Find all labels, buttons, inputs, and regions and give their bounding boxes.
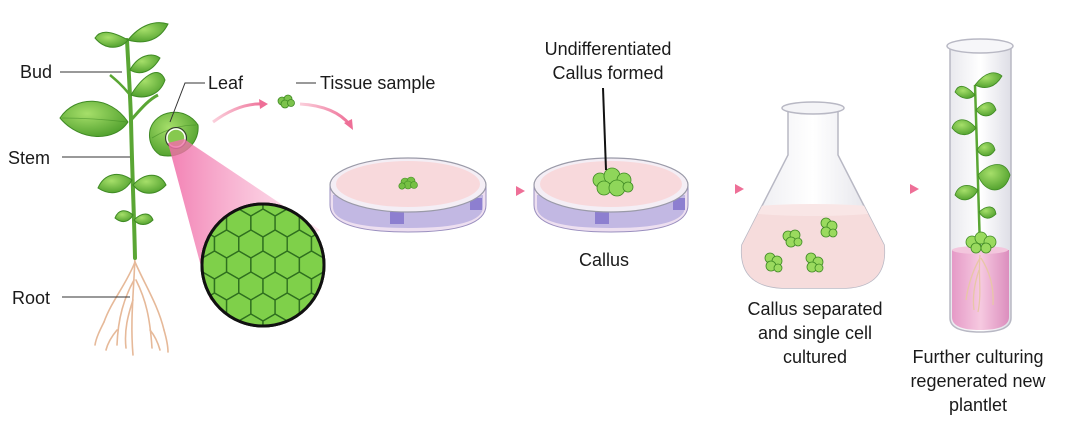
leaf-cell [239,356,263,384]
arrow-flask-to-tube [910,184,919,194]
label-stem: Stem [8,148,51,168]
leaf-cell [263,356,287,384]
plant-leaves [59,22,169,225]
leaf-cell [166,272,190,300]
label-further-2: regenerated new [910,371,1046,391]
plant-roots [94,254,169,356]
leaf-cell [336,272,360,300]
leaf-cell [348,293,372,321]
label-tissue-sample: Tissue sample [320,73,436,93]
leaf-cell [287,146,311,174]
leaf-cell [384,230,408,258]
leaf-cell [227,335,251,363]
leaf-cell [142,356,166,384]
leaf-cell [142,314,166,342]
leaf-cell [322,292,323,322]
leaf-cell [178,335,202,363]
leaf-cell [239,146,263,174]
leaf-cell [360,230,384,258]
leaf-cell [142,230,166,258]
leaf-cell [324,335,348,363]
leaf-cell [275,167,299,195]
leaf-cell [203,292,228,322]
leaf-cell [287,356,311,384]
leaf-cell [348,251,372,279]
leaf-cell [166,314,190,342]
plantlet-callus-base [965,231,997,254]
leaf-cell [154,293,178,321]
plantlet-leaves [951,72,1011,219]
leaf-cell [262,313,288,325]
label-bud: Bud [20,62,53,82]
leaf-cell [312,146,336,174]
callus-pointer [602,87,607,171]
plantlet-stem [973,84,982,249]
leaf-cell [190,356,214,384]
leaf-cell [299,167,323,195]
label-separated-2: and single cell [757,323,873,343]
plant [59,22,199,356]
petri-dish-1 [329,157,487,233]
label-separated-1: Callus separated [747,299,883,319]
leaf-cell [312,356,336,384]
test-tube [946,38,1014,333]
leaf-cell [336,230,360,258]
leaf-cell [275,335,299,363]
leaf-cell [263,146,287,174]
arrow-leaf-to-sample [212,102,266,124]
leaf-cell [310,313,323,325]
leaf-cell [299,335,323,363]
leaf-cell [372,335,396,363]
leaf-cell [372,293,396,321]
label-further-3: plantlet [948,395,1008,415]
leaf-cell [360,314,384,342]
leaf-cell [336,356,360,384]
leaf-cell [384,272,408,300]
leaf-cell [203,313,216,325]
plant-stem [125,38,137,260]
dish-1-sample [398,176,418,190]
leaf-cell [202,335,226,363]
leaf-cell [154,251,178,279]
leaf-cell [142,272,166,300]
leader-lines [60,71,316,298]
arrow-dish1-to-dish2 [516,186,525,196]
callus-mass [592,167,634,197]
label-root: Root [12,288,51,308]
label-separated-3: cultured [782,347,848,367]
leaf-cell [372,251,396,279]
leaf-cell [166,356,190,384]
label-callus: Callus [578,250,630,270]
leaf-cell [384,314,408,342]
leaf-cell [154,209,178,237]
leaf-cell [348,335,372,363]
leaf-cell [251,335,275,363]
leaf-cell [322,250,323,280]
label-callus-formed-1: Undifferentiated [544,39,672,59]
callus-pieces [764,217,838,273]
leaf-cell [360,272,384,300]
plantlet-roots [965,254,994,313]
leaf-cell [298,292,323,322]
leaf-cell [203,292,204,322]
petri-dish-2 [533,87,689,233]
label-leaf: Leaf [208,73,244,93]
leaf-cell [166,230,190,258]
leaf-cell [360,356,384,384]
arrow-sample-to-dish [299,102,352,126]
leaf-cell [336,314,360,342]
leaf-cell [238,313,264,325]
erlenmeyer-flask [740,101,886,289]
arrow-dish2-to-flask [735,184,744,194]
label-further-1: Further culturing [912,347,1044,367]
tissue-sample-piece [277,94,295,109]
leaf-cell [384,356,408,384]
label-callus-formed-2: Callus formed [552,63,664,83]
leaf-cell [215,356,239,384]
